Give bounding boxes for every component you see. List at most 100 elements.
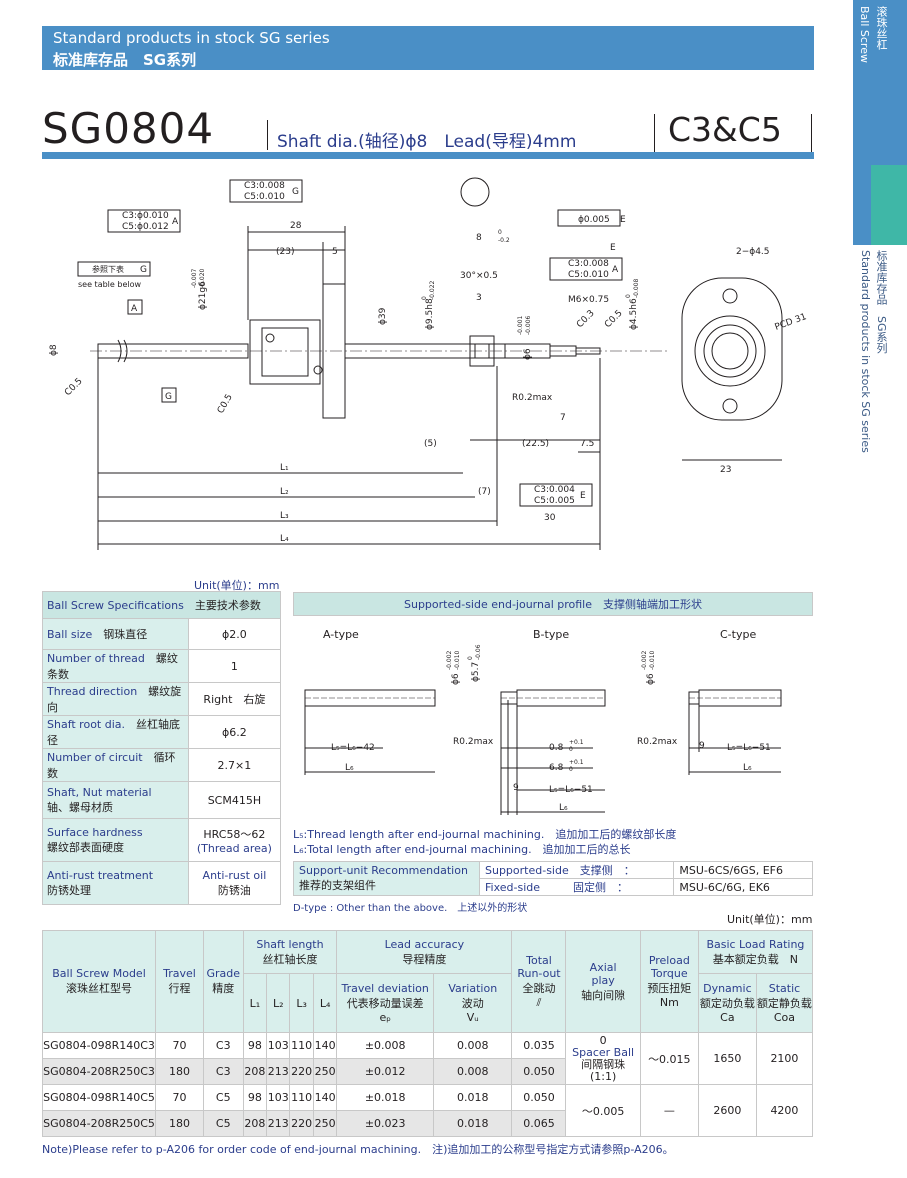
- journal-profile-header: Supported-side end-journal profile 支撑侧轴端…: [293, 592, 813, 616]
- chamfer: 30°×0.5: [460, 271, 498, 281]
- c-d6-tol-upper: -0.002: [641, 650, 648, 670]
- col-shaft-length-cn: 丝杠轴长度: [262, 952, 318, 966]
- thread-spec: M6×0.75: [568, 295, 609, 305]
- cell-grade: C3: [202, 1058, 244, 1085]
- col-axial-en2: play: [591, 973, 615, 987]
- col-static-en: Static: [768, 982, 801, 995]
- spec-header-cn: 主要技术参数: [194, 599, 261, 612]
- model-spec: Shaft dia.(轴径)ϕ8 Lead(导程)4mm: [277, 132, 577, 152]
- dtype-note: D-type : Other than the above. 上述以外的形状: [293, 903, 528, 914]
- length-l1: L₁: [280, 463, 289, 473]
- cell-travel: 180: [155, 1110, 204, 1137]
- col-variation-sym: Vᵤ: [466, 1011, 479, 1024]
- spec-key-en: Shaft, Nut material: [47, 785, 152, 799]
- cell-l1: 98: [242, 1084, 268, 1111]
- dim-22-5: (22.5): [522, 439, 549, 449]
- dim-95h8: ϕ9.5h8: [425, 298, 435, 330]
- dim-23: (23): [276, 247, 294, 257]
- b-d6: ϕ6: [451, 673, 461, 685]
- cell-travel: 70: [155, 1084, 204, 1111]
- cell-l4: 140: [312, 1084, 338, 1111]
- dim-30: 30: [544, 513, 556, 523]
- spec-header: Ball Screw Specifications 主要技术参数: [42, 591, 281, 619]
- flange-holes: 2−ϕ4.5: [736, 247, 770, 257]
- cell-run: 0.035: [511, 1032, 567, 1059]
- tol-a-ref: A: [172, 217, 179, 227]
- title-rule: [42, 152, 814, 159]
- col-travel-dev-sym: eₚ: [379, 1011, 391, 1024]
- col-l1: L₁: [242, 973, 268, 1033]
- cell-l3: 110: [289, 1084, 314, 1111]
- journal-profiles-drawing: L₅=L₆−42 L₆ ϕ6 -0.002 -0.010 ϕ5.7 0 -0.0…: [304, 644, 782, 815]
- title-divider: [267, 120, 268, 150]
- col-dynamic-en: Dynamic: [703, 982, 752, 995]
- sidebar-accent: [871, 165, 907, 245]
- length-l4: L₄: [280, 534, 289, 544]
- col-preload-unit: Nm: [659, 996, 679, 1009]
- c-l5: L₅=L₆−51: [727, 743, 771, 753]
- b-w08: 0.8: [549, 743, 564, 753]
- spec-key: Number of circuit 循环数: [42, 748, 189, 782]
- tol-e3-c3: C3:0.004: [534, 485, 575, 495]
- tol-g-c3: C3:0.008: [244, 181, 285, 191]
- dim-5: 5: [332, 247, 338, 257]
- cell-l2: 213: [266, 1110, 291, 1137]
- cell-l3: 110: [289, 1032, 314, 1059]
- col-travel-dev-en: Travel deviation: [341, 982, 429, 995]
- dim-45h6-tol-upper: 0: [625, 294, 632, 298]
- spec-value: 2.7×1: [187, 748, 282, 782]
- dim-8-tol-upper: 0: [498, 229, 502, 236]
- type-c-label: C-type: [720, 628, 757, 641]
- col-static-sym: Coa: [773, 1011, 796, 1024]
- cell-l4: 140: [312, 1032, 338, 1059]
- table-header-row: Ball Screw Specifications 主要技术参数: [42, 591, 281, 619]
- title-divider: [811, 114, 812, 152]
- support-side: Fixed-side 固定侧 ：: [478, 878, 675, 896]
- model-name: SG0804: [42, 104, 215, 153]
- b-w68: 6.8: [549, 763, 564, 773]
- spec-key-cn: 轴、螺母材质: [47, 800, 113, 814]
- axial-c3-en: Spacer Ball: [572, 1045, 635, 1059]
- col-static-cn: 额定静负载: [756, 997, 812, 1010]
- col-lead-accuracy-en: Lead accuracy: [384, 937, 465, 951]
- col-runout-cn: 全跳动: [522, 981, 556, 995]
- spec-value: Right 右旋: [187, 682, 282, 716]
- cell-model: SG0804-098R140C5: [41, 1084, 157, 1111]
- support-key-en: Support-unit Recommendation: [299, 864, 468, 877]
- cell-preload-c3: ～0.015: [639, 1032, 699, 1085]
- b-d57-tol-lower: -0.06: [475, 644, 482, 660]
- dim-7-5: 7.5: [580, 439, 594, 449]
- sidebar-label-cn: 滚珠丝杠: [875, 6, 888, 50]
- dim-3: 3: [476, 293, 482, 303]
- dim-95h8-tol-lower: -0.022: [429, 280, 436, 300]
- spec-value-sub: (Thread area): [196, 841, 272, 855]
- dim-8-tol-lower: -0.2: [498, 237, 510, 244]
- unit-label-2: Unit(单位)：mm: [727, 913, 813, 926]
- b-d6-tol-lower: -0.010: [454, 650, 461, 670]
- spec-value: ϕ6.2: [187, 715, 282, 749]
- cell-model: SG0804-208R250C3: [41, 1058, 157, 1085]
- cell-l1: 208: [242, 1058, 268, 1085]
- dim-c03: C0.3: [575, 308, 597, 330]
- b-d57: ϕ5.7: [471, 662, 481, 682]
- tol-g-ref: G: [292, 187, 299, 197]
- spec-key-cn: 丝杠轴底径: [47, 718, 181, 747]
- tol-e2-ref: A: [612, 265, 619, 275]
- page-title: SG0804 Shaft dia.(轴径)ϕ8 Lead(导程)4mm C3&C…: [42, 100, 814, 160]
- dim-7: 7: [560, 413, 566, 423]
- dim-28: 28: [290, 221, 302, 231]
- axial-c3-ratio: (1:1): [589, 1069, 617, 1083]
- banner-title-en: Standard products in stock SG series: [53, 29, 330, 47]
